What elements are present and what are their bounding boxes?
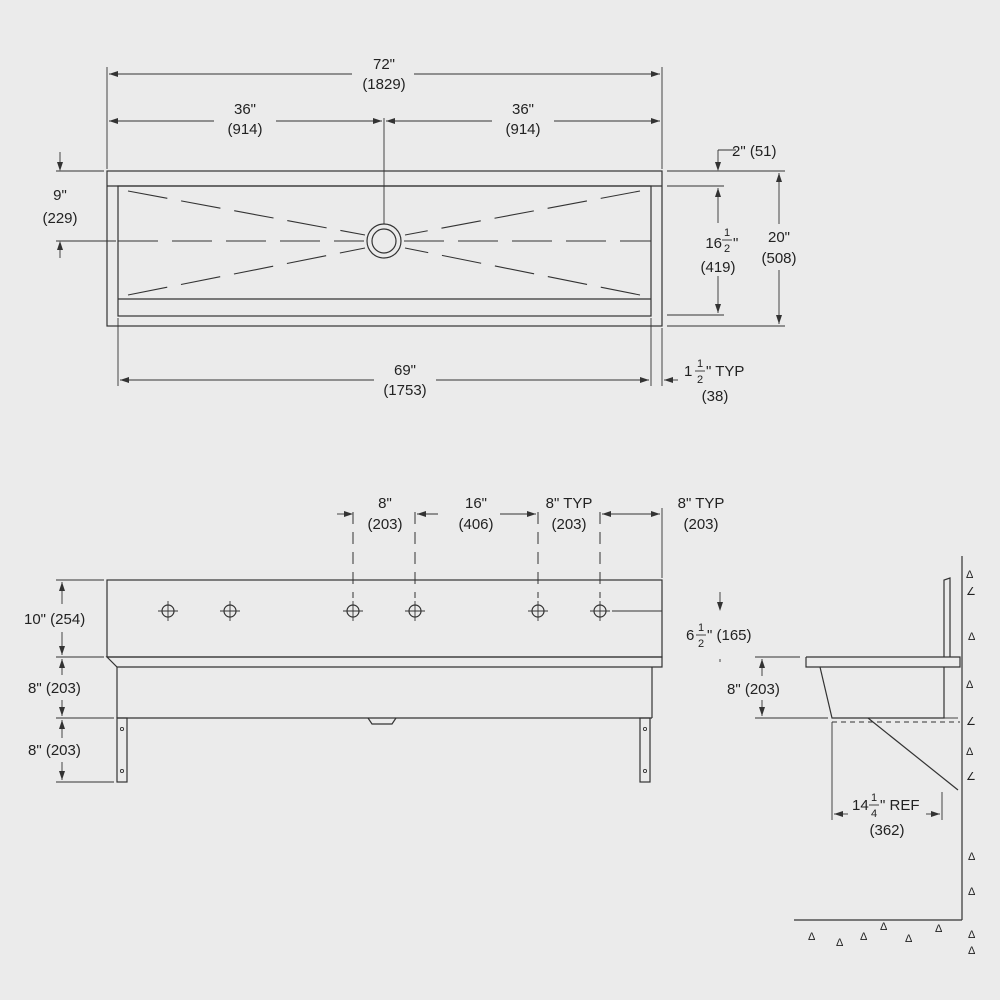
side-bracket [867,717,959,791]
svg-text:Δ: Δ [968,851,976,863]
svg-text:∠: ∠ [966,771,976,783]
svg-text:∠: ∠ [966,716,976,728]
dim-right-half-in: 36" [512,101,534,118]
side-rim [805,656,961,668]
front-leg-left [116,717,128,783]
dim-bowl-depth-num: 1 [724,227,730,239]
dim-overall-depth-in: 20" [768,229,790,246]
plan-bowl-outline [117,185,652,317]
dim-overall-depth-mm: (508) [761,250,796,267]
svg-text:Δ: Δ [905,933,913,945]
dim-drain-offset-in: 9" [53,187,67,204]
svg-text:Δ: Δ [880,921,888,933]
dim-spacing-2-in: 16" [465,495,487,512]
side-bowl [819,666,945,719]
faucet-hole [405,601,425,621]
front-drain [367,717,397,725]
plan-slope-line [404,247,641,296]
dim-bowl-depth-unit: " [733,235,738,252]
dim-bracket-ref-suffix: " REF [880,797,920,814]
dim-left-half-in: 36" [234,101,256,118]
front-rim [105,656,663,668]
dim-backsplash-height: 10" (254) [24,611,85,628]
faucet-hole [220,601,240,621]
dim-rim-suffix: " TYP [706,363,744,380]
dim-hole-height-whole: 6 [686,627,694,644]
dim-spacing-2-mm: (406) [458,516,493,533]
dim-spacing-3-in: 8" TYP [546,495,593,512]
faucet-hole [343,601,363,621]
svg-text:Δ: Δ [968,945,976,957]
plan-slope-line [127,190,366,236]
dim-rim-den: 2 [697,374,703,386]
dim-spacing-4-in: 8" TYP [678,495,725,512]
dim-overall-width-in: 72" [373,56,395,73]
dim-spacing-1-in: 8" [378,495,392,512]
plan-outer-outline [106,170,663,327]
dim-front-bowl-height: 8" (203) [28,680,81,697]
dim-bracket-ref-num: 1 [871,792,877,804]
plan-drain-inner [371,228,397,254]
dim-bowl-depth-den: 2 [724,243,730,255]
dim-bracket-ref-den: 4 [871,808,877,820]
dim-leg-height: 8" (203) [28,742,81,759]
dim-hole-height-suffix: " (165) [707,627,752,644]
dim-hole-height-den: 2 [698,638,704,650]
dim-side-bowl-height: 8" (203) [727,681,780,698]
front-leg-right [639,717,651,783]
dim-bowl-depth-whole: 16 [705,235,722,252]
svg-text:Δ: Δ [966,746,974,758]
dim-overall-width-mm: (1829) [362,76,405,93]
svg-text:Δ: Δ [966,569,974,581]
svg-text:Δ: Δ [968,929,976,941]
dim-rim-num: 1 [697,358,703,370]
dim-drain-offset-mm: (229) [42,210,77,227]
dim-bracket-ref-mm: (362) [869,822,904,839]
dim-left-half-mm: (914) [227,121,262,138]
front-backsplash-panel [106,579,663,658]
dim-spacing-3-mm: (203) [551,516,586,533]
hatch-marks: Δ ∠ Δ Δ ∠ Δ ∠ Δ Δ Δ Δ Δ Δ Δ Δ Δ Δ [808,569,976,957]
dim-rim-whole: 1 [684,363,692,380]
dim-backsplash: 2" (51) [732,143,777,160]
dim-bracket-ref-whole: 14 [852,797,869,814]
svg-text:Δ: Δ [935,923,943,935]
dim-hole-height-num: 1 [698,622,704,634]
dim-bowl-length-mm: (1753) [383,382,426,399]
faucet-hole [528,601,548,621]
svg-text:∠: ∠ [966,586,976,598]
dim-spacing-4-mm: (203) [683,516,718,533]
dim-bowl-depth-mm: (419) [700,259,735,276]
dim-right-half-mm: (914) [505,121,540,138]
svg-text:Δ: Δ [808,931,816,943]
plan-slope-line [404,190,641,236]
faucet-hole [590,601,610,621]
dim-rim-mm: (38) [702,388,729,405]
faucet-hole [158,601,178,621]
dim-spacing-1-mm: (203) [367,516,402,533]
side-view: Δ ∠ Δ Δ ∠ Δ ∠ Δ Δ Δ Δ Δ Δ Δ Δ Δ Δ [727,556,976,957]
plan-slope-line [127,247,366,296]
svg-text:Δ: Δ [968,631,976,643]
plan-view: 72" (1829) 36" (914) 36" (914) 9" (229) [42,56,806,405]
side-backsplash [943,577,951,657]
svg-text:Δ: Δ [966,679,974,691]
svg-text:Δ: Δ [968,886,976,898]
front-view: 8" (203) 16" (406) 8" TYP (203) 8" TYP (… [24,495,752,783]
svg-text:Δ: Δ [836,937,844,949]
dim-bowl-length-in: 69" [394,362,416,379]
svg-text:Δ: Δ [860,931,868,943]
